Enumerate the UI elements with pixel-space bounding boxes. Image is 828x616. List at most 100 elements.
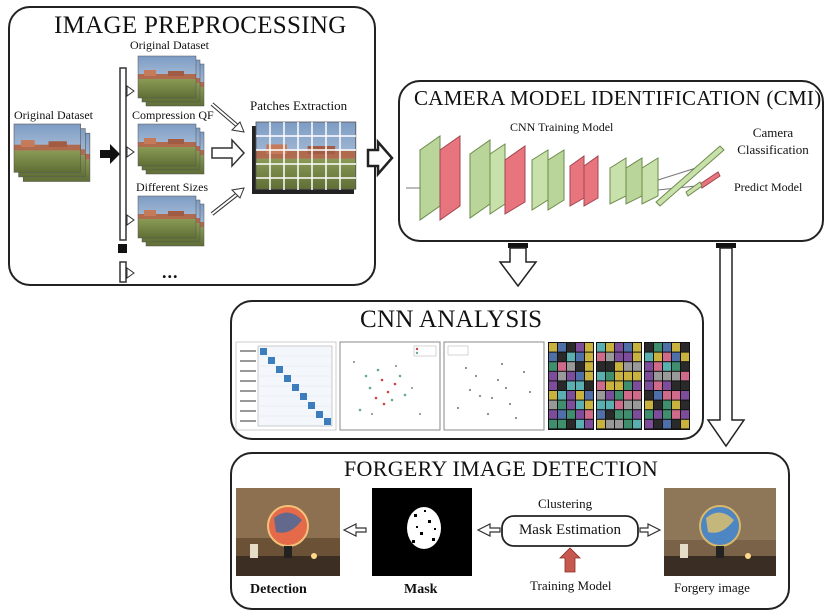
- filter-tile: [558, 362, 566, 371]
- training-model-arrow: [559, 547, 581, 573]
- filter-tile: [597, 391, 605, 400]
- filter-tile: [645, 410, 653, 419]
- filter-tile: [576, 371, 584, 381]
- filter-tile: [585, 371, 593, 381]
- filter-tile: [558, 352, 566, 362]
- detection-image: [236, 488, 340, 576]
- filter-tile: [672, 343, 680, 352]
- filter-tile: [558, 343, 566, 352]
- mask-estimation-box: [501, 515, 639, 547]
- filter-tile: [681, 410, 689, 419]
- filter-tile: [681, 362, 689, 371]
- filter-tile: [567, 352, 575, 362]
- filter-tile: [663, 381, 671, 390]
- filter-tile: [663, 400, 671, 410]
- scatter-plot-thumbnail-2: [443, 341, 545, 431]
- filter-tile: [654, 371, 662, 381]
- filter-tile: [624, 371, 632, 381]
- filter-tile: [624, 343, 632, 352]
- mask-image: [372, 488, 472, 576]
- filter-tile: [624, 391, 632, 400]
- filter-tile: [633, 371, 641, 381]
- patches-grid: [252, 121, 357, 194]
- filter-tile: [576, 381, 584, 390]
- filter-tile: [597, 343, 605, 352]
- filter-tile: [606, 352, 614, 362]
- filter-tile: [681, 381, 689, 390]
- mask-label: Mask: [404, 582, 438, 597]
- filter-tile: [585, 391, 593, 400]
- filter-tile: [597, 371, 605, 381]
- filter-tile: [633, 400, 641, 410]
- filter-tile: [633, 352, 641, 362]
- confusion-matrix-thumbnail: [235, 341, 337, 431]
- ellipsis-label: ...: [162, 262, 179, 282]
- filter-tile: [567, 381, 575, 390]
- filter-tile: [549, 371, 557, 381]
- filter-tile: [645, 400, 653, 410]
- forgery-image-label: Forgery image: [674, 580, 750, 595]
- filter-tile: [558, 371, 566, 381]
- filter-tile: [549, 343, 557, 352]
- filter-tile: [585, 343, 593, 352]
- filter-tile: [633, 381, 641, 390]
- filter-tile: [672, 362, 680, 371]
- filter-tile: [597, 419, 605, 429]
- original-dataset-stack: [14, 124, 90, 182]
- filter-tile: [645, 343, 653, 352]
- filter-tile: [549, 419, 557, 429]
- filter-tile: [615, 391, 623, 400]
- filter-tile: [672, 352, 680, 362]
- filter-tile: [585, 352, 593, 362]
- filter-tile: [576, 410, 584, 419]
- filter-tile: [606, 381, 614, 390]
- branch-sizes-label: Different Sizes: [136, 180, 209, 194]
- filter-tile: [576, 400, 584, 410]
- filter-tile: [663, 371, 671, 381]
- patches-extraction-label: Patches Extraction: [250, 98, 348, 113]
- filter-tile: [654, 362, 662, 371]
- filter-tile: [645, 362, 653, 371]
- filter-tile: [597, 400, 605, 410]
- filter-tile: [549, 381, 557, 390]
- filter-tile: [567, 343, 575, 352]
- filter-tile: [624, 381, 632, 390]
- filter-tile: [558, 381, 566, 390]
- filter-tile: [576, 362, 584, 371]
- filter-tile: [681, 391, 689, 400]
- filter-tile: [615, 419, 623, 429]
- filter-tile: [567, 400, 575, 410]
- camera-classification-label: Camera Classification: [737, 125, 809, 157]
- filter-tile: [672, 400, 680, 410]
- filter-tile: [672, 391, 680, 400]
- filter-tile: [663, 410, 671, 419]
- filter-tile: [624, 410, 632, 419]
- filter-tile: [672, 410, 680, 419]
- mask-estimation-label: Mask Estimation: [518, 522, 622, 538]
- filter-tile: [645, 352, 653, 362]
- filter-tile: [567, 371, 575, 381]
- filter-tile: [681, 419, 689, 429]
- arrow-to-cnn-analysis: [498, 247, 538, 288]
- filter-tile: [633, 391, 641, 400]
- filter-tile: [606, 343, 614, 352]
- preprocessing-title: IMAGE PREPROCESSING: [54, 12, 347, 39]
- filter-tile: [681, 371, 689, 381]
- filter-tile: [585, 362, 593, 371]
- filter-tile: [585, 410, 593, 419]
- filter-tile: [558, 391, 566, 400]
- filter-tile: [654, 419, 662, 429]
- filter-tile: [567, 391, 575, 400]
- filter-tile: [663, 343, 671, 352]
- filter-tile: [585, 400, 593, 410]
- filter-tile: [624, 362, 632, 371]
- cnn-analysis-title: CNN ANALYSIS: [360, 306, 543, 333]
- filter-tile: [663, 352, 671, 362]
- branch-sizes-stack: [138, 196, 204, 246]
- forgery-title: FORGERY IMAGE DETECTION: [344, 456, 659, 481]
- filter-tile: [654, 343, 662, 352]
- filter-tile: [585, 381, 593, 390]
- cnn-architecture: [406, 135, 725, 221]
- filter-tile: [558, 400, 566, 410]
- filter-tile: [615, 400, 623, 410]
